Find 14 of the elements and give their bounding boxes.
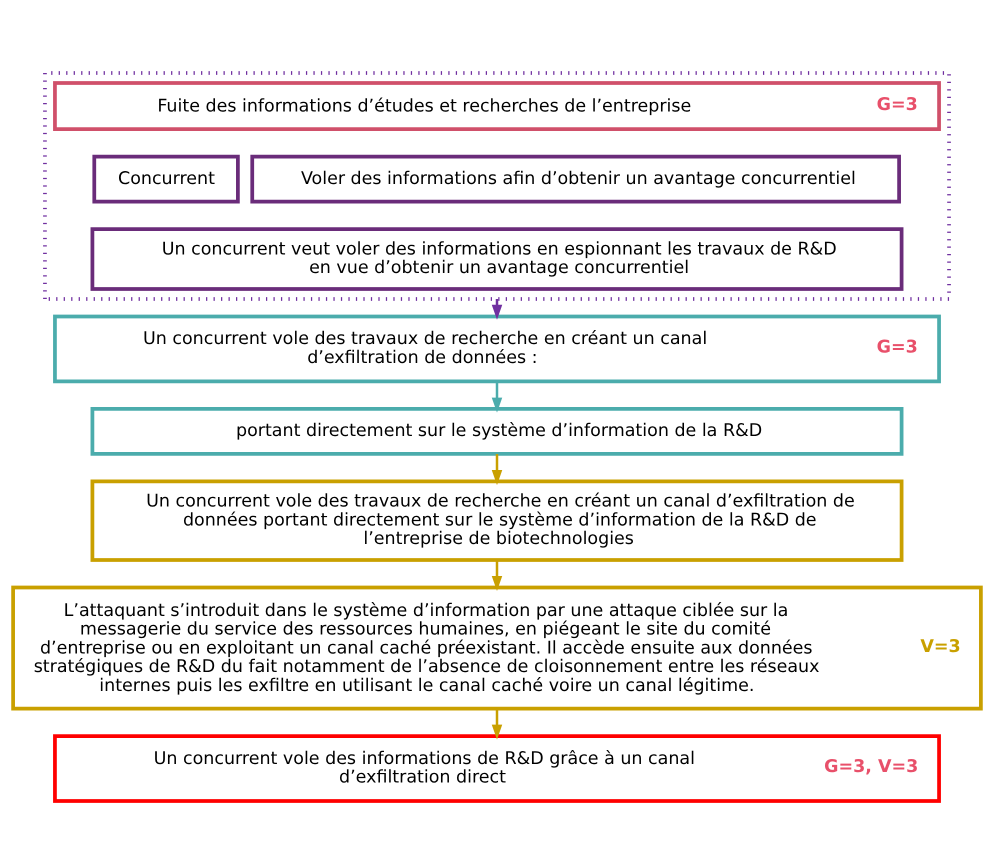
node-box: Un concurrent vole des travaux de recherche en créant un canal d’exfiltration de données : G=3: [53, 314, 941, 383]
node-box: Concurrent: [92, 154, 240, 203]
node-box: L’attaquant s’introduit dans le système d’information par une attaque ciblée sur la messagerie du service des ressources humaines, en piégeant le site du comité d’entreprise ou en exploitant un canal caché préexistant. Il accède ensuite aux données stratégiques de R&D du fait notamment de l’absence de cloisonnement entre les réseaux internes puis les exfiltre en utilisant le canal caché voire un canal légitime. V=3: [11, 585, 983, 710]
cluster: [43, 70, 951, 300]
arrow: [492, 454, 502, 485]
arrow: [492, 381, 502, 412]
arrow: [492, 708, 502, 740]
arrow: [492, 560, 502, 591]
node-box: portant directement sur le système d’information de la R&D: [90, 406, 904, 456]
node-box: Fuite des informations d’études et recherches de l’entreprise G=3: [53, 80, 941, 131]
node-box: Un concurrent vole des informations de R&D grâce à un canal d’exfiltration direct G=3, V=3: [53, 734, 941, 802]
node-box: Un concurrent vole des travaux de recherche en créant un canal d’exfiltration de données portant directement sur le système d’information de la R&D de l’entreprise de biotechnologies: [90, 478, 904, 562]
node-box: Voler des informations afin d’obtenir un avantage concurrentiel: [250, 154, 901, 203]
node-box: Un concurrent veut voler des informations en espionnant les travaux de R&D en vue d’obtenir un avantage concurrentiel: [90, 226, 904, 290]
